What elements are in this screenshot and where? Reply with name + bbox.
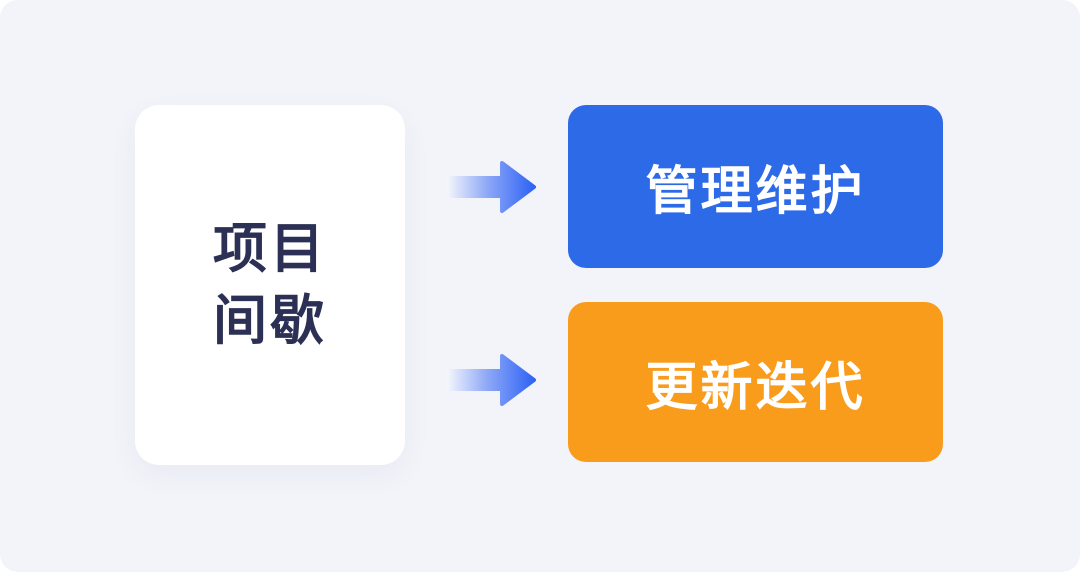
source-card-project-interval: 项目 间歇 bbox=[135, 105, 405, 465]
source-card-line-2: 间歇 bbox=[213, 289, 327, 352]
target-box-manage-maintain: 管理维护 bbox=[568, 105, 943, 268]
target-box-label: 更新迭代 bbox=[645, 357, 866, 418]
target-box-update-iterate: 更新迭代 bbox=[568, 302, 943, 462]
arrow-right-icon bbox=[446, 161, 536, 213]
arrow-right-icon bbox=[446, 354, 536, 406]
target-box-label: 管理维护 bbox=[645, 162, 866, 222]
source-card-line-1: 项目 bbox=[213, 217, 327, 280]
